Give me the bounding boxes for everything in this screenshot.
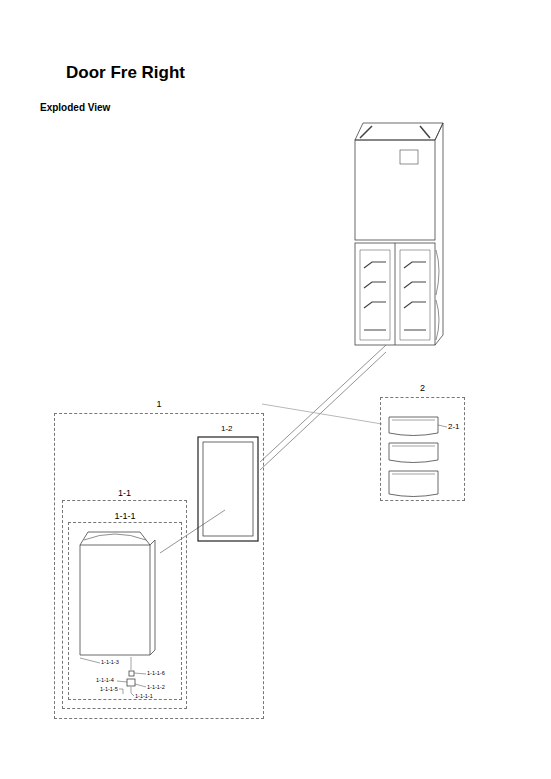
callout-number: 2-1 xyxy=(448,423,460,431)
door-side xyxy=(150,540,155,655)
door-gasket xyxy=(198,437,258,541)
door-front xyxy=(80,545,150,655)
subtitle: Exploded View xyxy=(40,103,110,113)
callout-number: 1-1-1-4 xyxy=(96,678,114,684)
callout-number: 2 xyxy=(381,383,464,394)
fridge-door-edge xyxy=(436,250,439,340)
hinge-part xyxy=(129,671,134,676)
dashed-group-box: 2 xyxy=(380,397,465,501)
fridge-lower-cabinet xyxy=(355,243,435,345)
fridge-display xyxy=(400,150,418,164)
hinge-block xyxy=(127,679,135,686)
fridge-top xyxy=(355,123,443,140)
part-leaders xyxy=(80,658,146,696)
part-axis xyxy=(131,657,132,693)
leader-line xyxy=(262,404,382,424)
door-top xyxy=(80,532,150,545)
fridge-divider xyxy=(395,243,396,345)
fridge-side xyxy=(435,123,443,345)
fridge-upper-front xyxy=(355,140,435,240)
fridge-compartments xyxy=(360,250,430,340)
door-handle xyxy=(84,534,146,540)
door-gasket-inner xyxy=(203,442,253,536)
leader-line xyxy=(260,352,386,470)
callout-number: 1-1-1-2 xyxy=(147,685,165,691)
callout-number: 1-2 xyxy=(221,425,233,433)
callout-number: 1-1-1-5 xyxy=(100,687,118,693)
dashed-group-box: 1-1-1 xyxy=(68,522,182,700)
dashed-group-box: 1-11-1-1 xyxy=(62,500,187,709)
callout-number: 1-1-1 xyxy=(69,511,181,522)
callout-number: 1-1-1-1 xyxy=(135,694,153,700)
fridge-hinges xyxy=(360,126,430,138)
callout-number: 1-1-1-6 xyxy=(147,671,165,677)
leader-line xyxy=(160,510,225,553)
leader-line xyxy=(260,345,386,462)
callout-number: 1-1 xyxy=(63,488,186,499)
door-bins xyxy=(389,417,447,497)
page-title: Door Fre Right xyxy=(66,63,185,83)
callout-number: 1-1-1-3 xyxy=(101,660,119,666)
fridge-shelves xyxy=(364,262,426,330)
callout-number: 1 xyxy=(55,399,263,410)
